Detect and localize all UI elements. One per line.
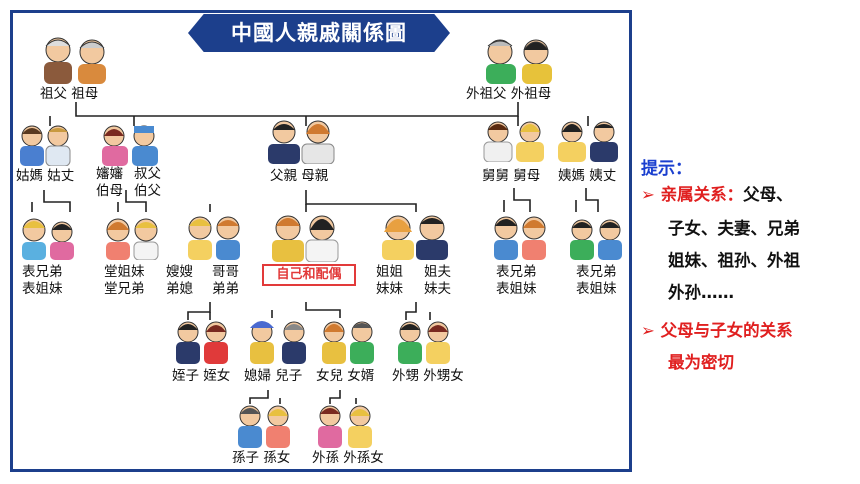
label-sister-in-law-top: 嫂嫂 — [166, 264, 193, 280]
cousins-figure-2 — [106, 218, 159, 260]
label-cousins1-bottom: 表姐妹 — [22, 281, 63, 297]
label-brother-top: 哥哥 — [212, 264, 239, 280]
hint-bullet-1-label: 亲属关系： — [660, 185, 744, 204]
label-uncle-wife-bottom: 伯母 — [96, 183, 123, 199]
label-cousins3-bottom: 表姐妹 — [496, 281, 537, 297]
arrow-icon: ➢ — [641, 321, 655, 340]
label-sister-top: 姐姐 — [376, 264, 403, 280]
sister-couple-figure — [382, 215, 448, 260]
parents-figure — [268, 120, 335, 164]
arrow-icon: ➢ — [641, 185, 655, 204]
cousins-figure-4 — [570, 219, 622, 260]
brother-couple-figure — [188, 216, 240, 260]
label-cousins2-bottom: 堂兄弟 — [104, 281, 145, 297]
label-brother-bottom: 弟弟 — [212, 281, 239, 297]
label-uncle-bottom: 伯父 — [134, 183, 161, 199]
grandparents-figure — [44, 37, 106, 84]
daughter-children-figure — [318, 405, 372, 448]
hint-bullet-1: ➢ 亲属关系：父母、 — [641, 182, 793, 208]
label-brother-in-law-top: 姐夫 — [424, 264, 451, 280]
son-couple-figure — [250, 321, 306, 364]
maternal-aunt-figure — [558, 121, 618, 162]
label-grandparents: 祖父 祖母 — [40, 86, 99, 102]
label-daughter-children: 外孫 外孫女 — [312, 450, 384, 466]
self-highlight-box — [262, 264, 356, 286]
label-sister-in-law-bottom: 弟媳 — [166, 281, 193, 297]
aunt-couple-figure — [20, 125, 71, 166]
hint-bullet-2-line1: 父母与子女的关系 — [660, 321, 793, 340]
label-maternal-aunt: 姨媽 姨丈 — [558, 168, 617, 184]
label-parents: 父親 母親 — [270, 168, 329, 184]
cousins-figure-3 — [494, 216, 546, 260]
label-cousins4-bottom: 表姐妹 — [576, 281, 617, 297]
label-cousins4-top: 表兄弟 — [576, 264, 617, 280]
grandchildren-figure — [238, 405, 290, 448]
label-son-couple: 媳婦 兒子 — [244, 368, 303, 384]
label-self: 自己和配偶 — [276, 267, 342, 282]
label-sister-bottom: 妹妹 — [376, 281, 403, 297]
diagram-title: 中國人親戚關係圖 — [231, 21, 407, 45]
label-cousins1-top: 表兄弟 — [22, 264, 63, 280]
title-banner — [188, 14, 450, 52]
hint-bullet-2-line2: 最为密切 — [668, 353, 734, 372]
label-nephew-niece: 姪子 姪女 — [172, 368, 231, 384]
sister-children-figure — [398, 321, 450, 364]
daughter-couple-figure — [322, 321, 374, 364]
hint-bullet-1-text: 父母、 — [743, 185, 793, 204]
label-maternal-grandparents: 外祖父 外祖母 — [466, 86, 552, 102]
uncle-couple-figure — [102, 125, 158, 166]
label-brother-in-law-bottom: 妹夫 — [424, 281, 451, 297]
hint-bullet-1-line2: 子女、夫妻、兄弟 — [668, 219, 800, 238]
label-daughter-couple: 女兒 女婿 — [316, 368, 375, 384]
label-maternal-uncle: 舅舅 舅母 — [482, 168, 541, 184]
hint-title: 提示： — [641, 159, 692, 179]
self-couple-figure — [272, 215, 339, 262]
label-paternal-aunt: 姑媽 姑丈 — [16, 168, 75, 184]
hint-bullet-1-line4: 外孙…… — [668, 283, 734, 302]
hint-bullet-1-line3: 姐妹、祖孙、外祖 — [668, 251, 800, 270]
hint-bullet-2: ➢ 父母与子女的关系 — [641, 318, 793, 344]
label-uncle-wife-top: 嬸嬸 — [96, 166, 123, 182]
maternal-grandparents-figure — [486, 39, 552, 84]
label-cousins3-top: 表兄弟 — [496, 264, 537, 280]
maternal-uncle-figure — [483, 121, 544, 162]
cousins-figure-1 — [22, 218, 74, 260]
label-cousins2-top: 堂姐妹 — [104, 264, 145, 280]
label-sister-children: 外甥 外甥女 — [392, 368, 464, 384]
nephew-niece-figure — [176, 321, 228, 364]
label-uncle-top: 叔父 — [134, 166, 161, 182]
label-grandchildren: 孫子 孫女 — [232, 450, 291, 466]
